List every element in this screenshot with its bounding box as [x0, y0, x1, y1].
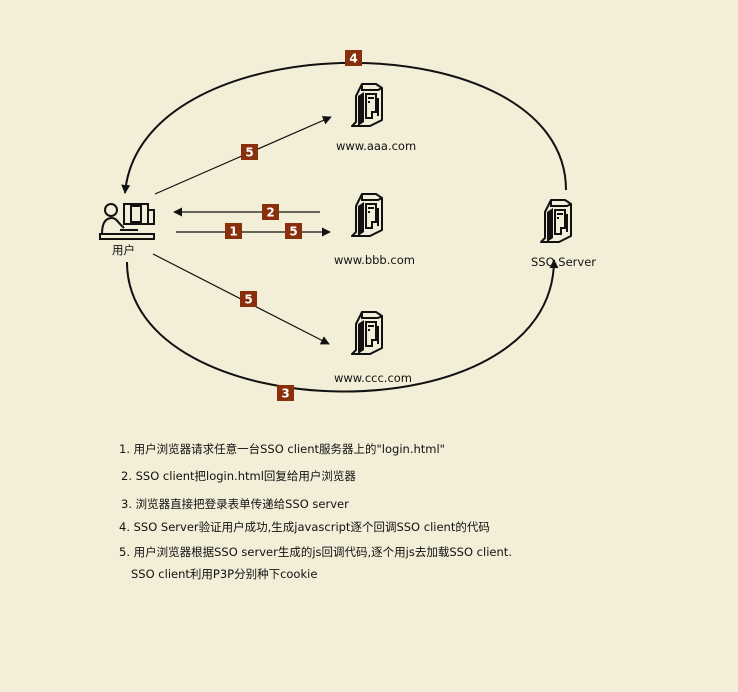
step-2: 2. SSO client把login.html回复给用户浏览器 — [121, 469, 356, 483]
svg-text:5: 5 — [289, 225, 297, 239]
sso-server-label: SSO Server — [531, 255, 596, 269]
server-ccc-label: www.ccc.com — [334, 371, 412, 385]
badge-5-bbb: 5 — [285, 223, 302, 239]
server-aaa-label: www.aaa.com — [336, 139, 416, 153]
svg-text:2: 2 — [266, 206, 274, 220]
svg-text:5: 5 — [245, 146, 253, 160]
step-5-continued: SSO client利用P3P分别种下cookie — [131, 567, 318, 581]
badge-2: 2 — [262, 204, 279, 220]
svg-text:1: 1 — [229, 225, 237, 239]
svg-text:3: 3 — [281, 387, 289, 401]
sso-server-icon — [540, 199, 572, 243]
server-bbb-label: www.bbb.com — [334, 253, 415, 267]
step-5: 5. 用户浏览器根据SSO server生成的js回调代码,逐个用js去加载SS… — [119, 545, 512, 559]
server-aaa-icon — [351, 83, 383, 127]
user-icon — [99, 203, 155, 240]
step-3: 3. 浏览器直接把登录表单传递给SSO server — [121, 497, 349, 511]
svg-text:4: 4 — [349, 52, 357, 66]
badge-3: 3 — [277, 385, 294, 401]
svg-text:5: 5 — [244, 293, 252, 307]
badge-5-ccc: 5 — [240, 291, 257, 307]
arc-sso-to-user — [121, 61, 567, 194]
step-1: 1. 用户浏览器请求任意一台SSO client服务器上的"login.html… — [119, 442, 445, 456]
step-4: 4. SSO Server验证用户成功,生成javascript逐个回调SSO … — [119, 520, 490, 534]
badge-4: 4 — [345, 50, 362, 66]
server-bbb-icon — [351, 193, 383, 237]
badge-5-aaa: 5 — [241, 144, 258, 160]
arc-user-to-sso — [126, 259, 559, 393]
server-ccc-icon — [351, 311, 383, 355]
badge-1: 1 — [225, 223, 242, 239]
user-label: 用户 — [112, 243, 135, 257]
